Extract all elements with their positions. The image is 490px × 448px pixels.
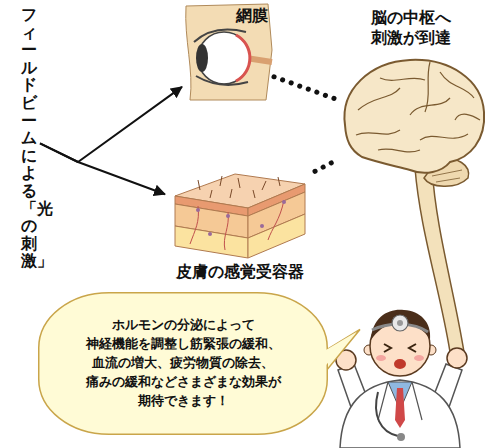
signal-dots (315, 160, 336, 171)
nerve-lines (190, 200, 284, 250)
stimulus-arrow (40, 87, 182, 162)
bubble-tail-fill (320, 332, 357, 372)
hairs (198, 176, 280, 198)
upper-eyelid (194, 30, 246, 42)
brain-folds (356, 62, 480, 152)
face-skin (186, 4, 272, 100)
eye-illustration (186, 4, 272, 100)
hair (371, 310, 430, 340)
closed-eyes (384, 344, 416, 352)
doctor-illustration (336, 310, 467, 448)
node-label: フィールドビームによる「光の刺激」 (21, 6, 37, 270)
brain-illustration (344, 60, 484, 186)
lapels (378, 382, 422, 420)
brain-center-box: 脳の中枢へ 刺激が到達 (336, 4, 486, 200)
necktie (395, 388, 405, 428)
cheek (414, 355, 424, 361)
receptor-dots (196, 200, 286, 236)
lower-eyelid (196, 76, 248, 85)
stethoscope-tube (376, 392, 398, 436)
right-fist (447, 348, 467, 368)
retina-arc (236, 35, 250, 81)
head-mirror (392, 315, 408, 331)
cerebrum (344, 60, 484, 173)
node-label: ホルモンの分泌によって 神経機能を調整し筋緊張の緩和、 血流の増大、疲労物質の除… (81, 316, 286, 410)
mouth (394, 359, 406, 369)
subcutis (175, 226, 248, 258)
node-label: 網膜 (236, 6, 268, 26)
stimulus-column: フィールドビームによる「光の刺激」 (18, 6, 40, 270)
bubble-body (39, 293, 328, 435)
signal-dots (274, 77, 336, 99)
node-label: 皮膚の感覚受容器 (176, 262, 304, 282)
skin-illustration (175, 174, 305, 258)
white-coat (340, 380, 460, 448)
retina-box: 網膜 (182, 2, 274, 102)
iris (196, 44, 208, 72)
speech-bubble: ホルモンの分泌によって 神経機能を調整し筋緊張の緩和、 血流の増大、疲労物質の除… (38, 292, 328, 435)
node-label: 脳の中枢へ 刺激が到達 (367, 8, 455, 48)
cerebellum-lines (432, 170, 462, 182)
subcutis-side (248, 214, 305, 258)
mirror-hole (397, 320, 403, 326)
stethoscope-head (397, 433, 405, 441)
stimulus-arrow (40, 143, 165, 194)
cheek (376, 355, 386, 361)
connectors (40, 77, 336, 194)
skin-receptor-box: 皮膚の感覚受容器 (165, 166, 315, 286)
